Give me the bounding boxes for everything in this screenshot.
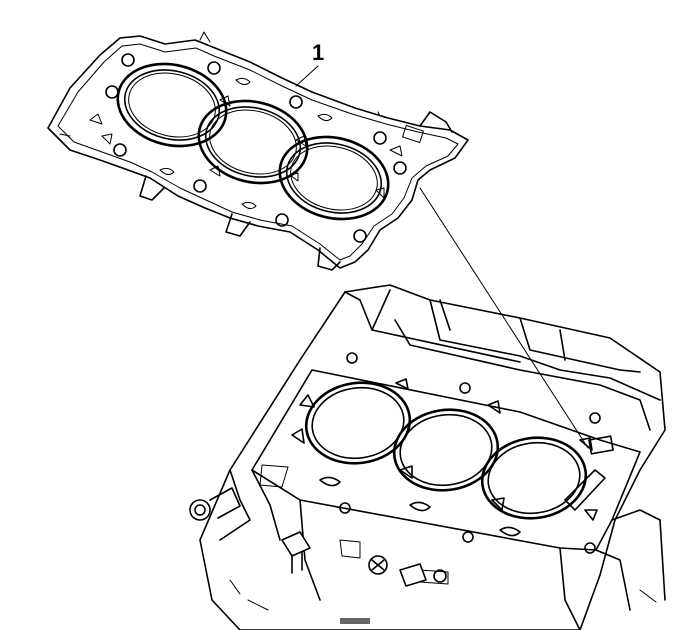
block-bore-1 <box>304 381 412 465</box>
callout-label-1: 1 <box>312 40 324 65</box>
knock-sensor-left <box>189 487 241 521</box>
gasket-bore-2 <box>197 99 309 185</box>
cylinder-head-gasket <box>47 31 469 271</box>
sensor-connector <box>281 531 311 574</box>
sensor-center <box>399 563 447 587</box>
engine-block <box>189 284 666 630</box>
bolt-left <box>368 555 388 575</box>
callout-1: 1 <box>295 40 324 87</box>
callout-leader-1 <box>295 65 319 87</box>
gasket-bore-3 <box>278 135 390 221</box>
block-bore-3 <box>480 436 588 520</box>
block-bore-2 <box>392 408 500 492</box>
alignment-line <box>419 187 589 449</box>
